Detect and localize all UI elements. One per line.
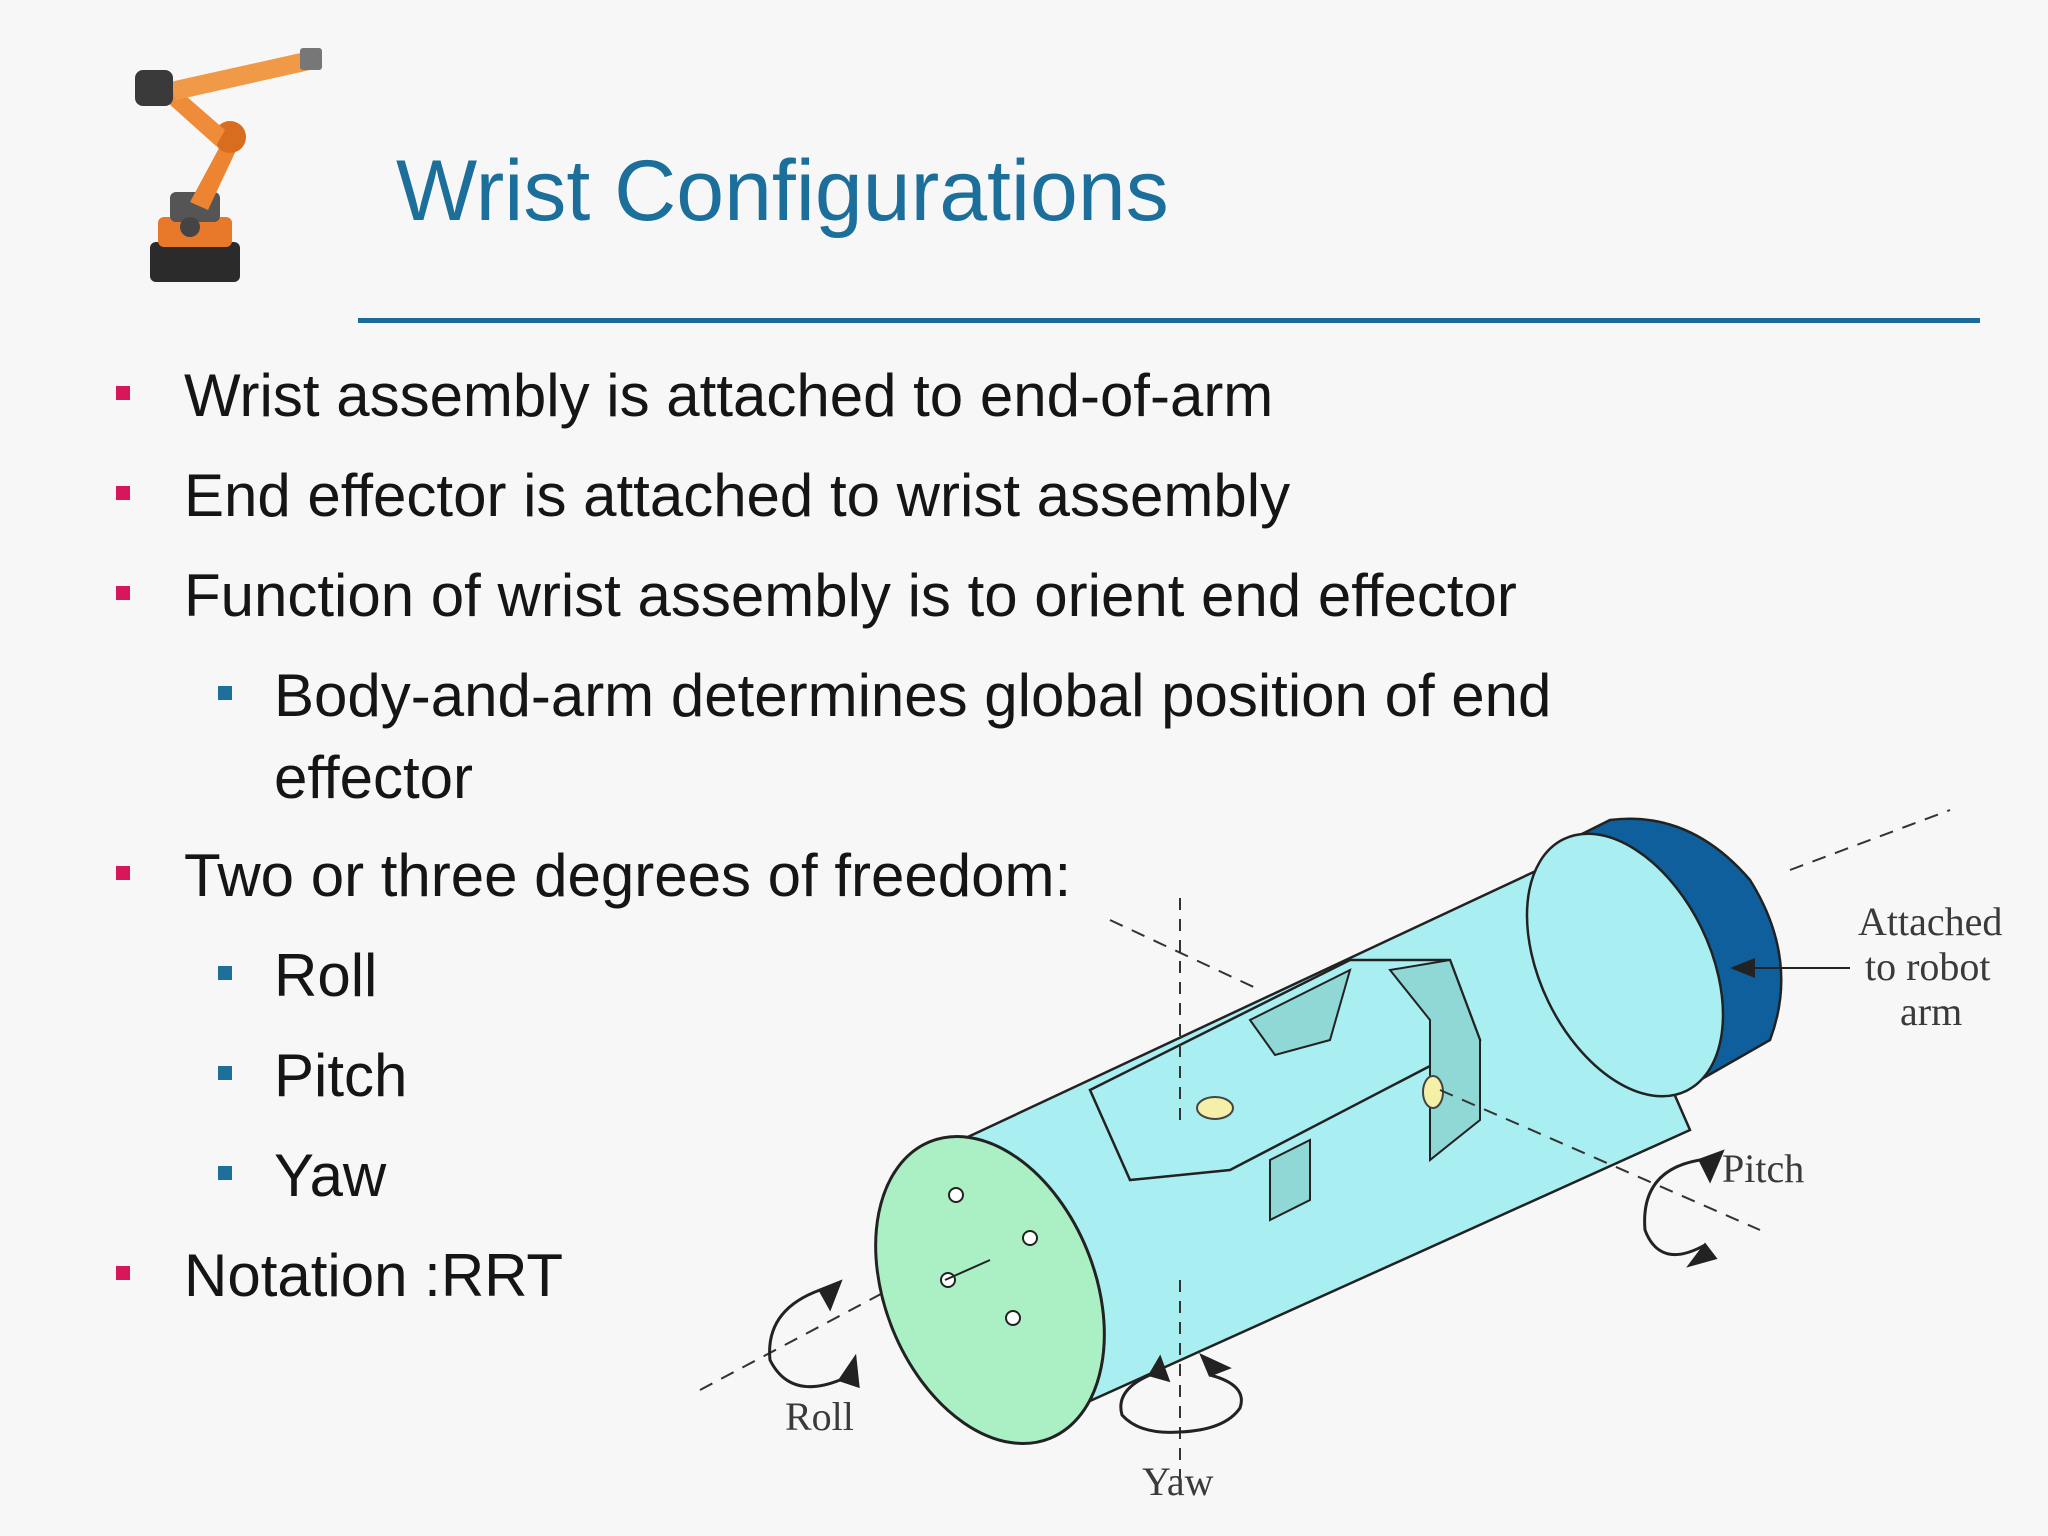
bullet-marker [116, 866, 130, 880]
bullet-item: Notation :RRT [184, 1242, 564, 1309]
pitch-axis-line [1109, 919, 1261, 991]
pivot-pin-pitch [1422, 1075, 1444, 1109]
yoke-block [1269, 1138, 1311, 1222]
yoke-side [1388, 958, 1481, 1163]
robot-arm-logo-icon [135, 48, 322, 282]
sub-bullet-item: Pitch [274, 1042, 408, 1109]
roll-axis-line-far [1789, 809, 1951, 871]
sub-bullet-item: Roll [274, 942, 378, 1009]
sub-bullet-marker [218, 686, 232, 700]
pitch-axis-line-right [1439, 1089, 1761, 1231]
title-divider [358, 318, 1980, 323]
label-roll: Roll [785, 1394, 854, 1439]
attached-arrow-head-icon [1730, 958, 1755, 978]
bullet-marker [116, 1266, 130, 1280]
bullet-item: End effector is attached to wrist assemb… [184, 462, 1291, 529]
label-attached-line1: Attached [1858, 899, 2002, 944]
label-pitch: Pitch [1722, 1146, 1804, 1191]
pitch-rotation-arrow-icon [1643, 1149, 1725, 1268]
sub-bullet-item: Yaw [274, 1142, 387, 1209]
bullet-item: Two or three degrees of freedom: [184, 842, 1072, 909]
end-plate [874, 1135, 1106, 1445]
sub-bullet-item: Body-and-arm determines global position … [274, 662, 1552, 729]
label-attached-line2: to robot [1865, 944, 1991, 989]
pivot-pin-yaw [1196, 1096, 1234, 1120]
sub-bullet-marker [218, 966, 232, 980]
label-attached-line3: arm [1900, 989, 1962, 1034]
yaw-rotation-arrow-icon [1119, 1353, 1243, 1434]
bullet-marker [116, 486, 130, 500]
bullet-marker [116, 386, 130, 400]
sub-bullet-item-continuation: effector [274, 744, 474, 811]
bullet-item: Wrist assembly is attached to end-of-arm [184, 362, 1274, 429]
label-yaw: Yaw [1142, 1459, 1214, 1504]
sub-bullet-marker [218, 1066, 232, 1080]
wrist-diagram: Attached to robot arm Pitch Roll Yaw [699, 809, 2002, 1504]
yoke-slot [1248, 968, 1352, 1057]
bullet-item: Function of wrist assembly is to orient … [184, 562, 1517, 629]
sub-bullet-marker [218, 1166, 232, 1180]
roll-rotation-arrow-icon [768, 1279, 860, 1389]
bullet-marker [116, 586, 130, 600]
slide-title: Wrist Configurations [396, 143, 1169, 239]
